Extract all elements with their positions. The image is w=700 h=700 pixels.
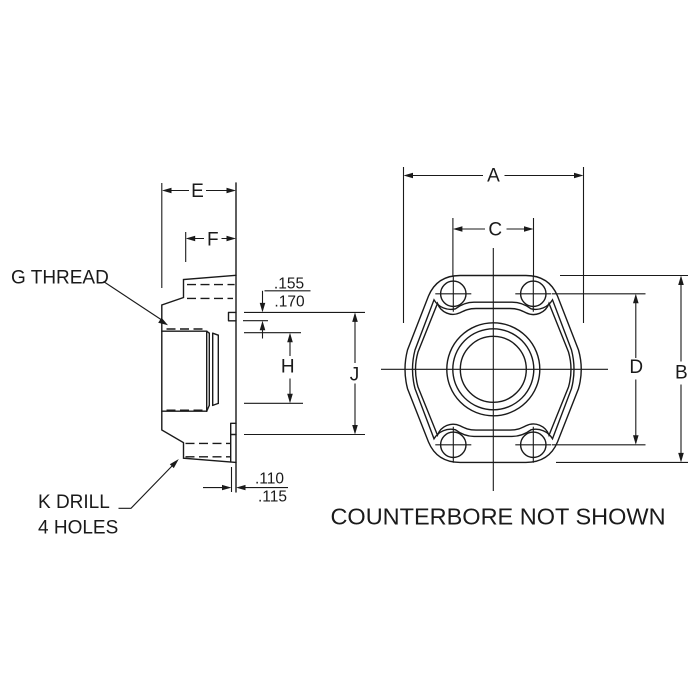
dim-label-e: E	[191, 181, 204, 202]
k-drill-holes-label: 4 HOLES	[38, 518, 118, 539]
boss-groove	[227, 311, 237, 463]
ext-line	[244, 332, 303, 404]
bolt-hole-centermark	[515, 275, 552, 312]
nose-connector	[206, 330, 219, 412]
arrowhead	[452, 226, 463, 232]
bolt-hole-centermark	[515, 426, 552, 463]
leader-line	[103, 281, 162, 320]
dim-label-f: F	[207, 230, 219, 251]
arrowhead	[185, 235, 196, 242]
arrowhead	[574, 172, 584, 179]
dim-label-b: B	[675, 362, 688, 383]
dim-f: F	[185, 230, 236, 262]
arrowhead	[403, 172, 413, 179]
dim-h: H	[244, 332, 303, 404]
dim-b: B	[556, 274, 688, 463]
arrowhead	[226, 187, 236, 194]
k-drill-callout: K DRILL 4 HOLES	[38, 459, 179, 539]
arrowhead	[352, 312, 358, 322]
arrowhead	[678, 275, 684, 285]
ext-line	[402, 167, 585, 323]
arrowhead	[352, 425, 358, 435]
dim-c: C	[452, 218, 535, 276]
neck-edges	[161, 330, 219, 412]
arrowhead	[678, 452, 684, 463]
arrowhead	[633, 293, 639, 304]
raised-face-contour-inner	[414, 301, 572, 438]
arrowhead	[158, 317, 168, 326]
dim-value-155: .155	[274, 276, 304, 293]
groove-top	[227, 311, 237, 322]
centerlines	[381, 248, 608, 491]
dim-label-a: A	[487, 166, 500, 187]
arrowhead	[226, 235, 236, 242]
dim-label-h: H	[281, 357, 295, 378]
dim-value-170: .170	[274, 294, 305, 311]
ext-line	[552, 293, 646, 446]
arrowhead	[287, 332, 293, 343]
flange-outline	[404, 274, 582, 464]
dim-face-standoff: .110 .115	[203, 467, 288, 506]
dim-label-c: C	[488, 220, 502, 241]
arrowhead	[633, 435, 639, 445]
arrowhead	[524, 226, 534, 232]
dim-e: E	[161, 181, 236, 288]
dim-value-115: .115	[258, 489, 287, 506]
arrowhead	[236, 484, 246, 491]
arrowhead	[222, 484, 232, 491]
ext-line	[244, 311, 365, 436]
arrowhead	[259, 302, 266, 313]
g-thread-callout: G THREAD	[11, 267, 168, 326]
bolt-hole-centermark	[435, 275, 472, 312]
dim-label-j: J	[350, 365, 360, 386]
ext-line	[452, 218, 535, 276]
groove-bottom	[230, 422, 237, 463]
dim-groove-depth: .155 .170	[243, 276, 311, 339]
arrowhead	[287, 393, 293, 404]
front-view: A C B D	[381, 166, 688, 491]
arrowhead	[169, 459, 179, 469]
g-thread-label: G THREAD	[11, 267, 109, 288]
counterbore-note: COUNTERBORE NOT SHOWN	[330, 504, 665, 530]
ext-line	[556, 274, 688, 463]
dim-value-110: .110	[255, 471, 284, 488]
bolt-hole-centermark	[435, 426, 472, 463]
dim-j: J	[244, 311, 365, 436]
bolt-holes	[435, 275, 552, 463]
leader-line	[118, 465, 173, 509]
arrowhead	[162, 187, 172, 194]
dim-d: D	[552, 293, 646, 446]
arrowhead	[259, 320, 266, 331]
k-drill-label: K DRILL	[38, 492, 110, 513]
side-view-outline	[161, 274, 237, 464]
hidden-lines	[166, 283, 235, 458]
side-view: E F H J	[11, 181, 365, 539]
dim-a: A	[402, 166, 585, 323]
dim-label-d: D	[629, 357, 643, 378]
